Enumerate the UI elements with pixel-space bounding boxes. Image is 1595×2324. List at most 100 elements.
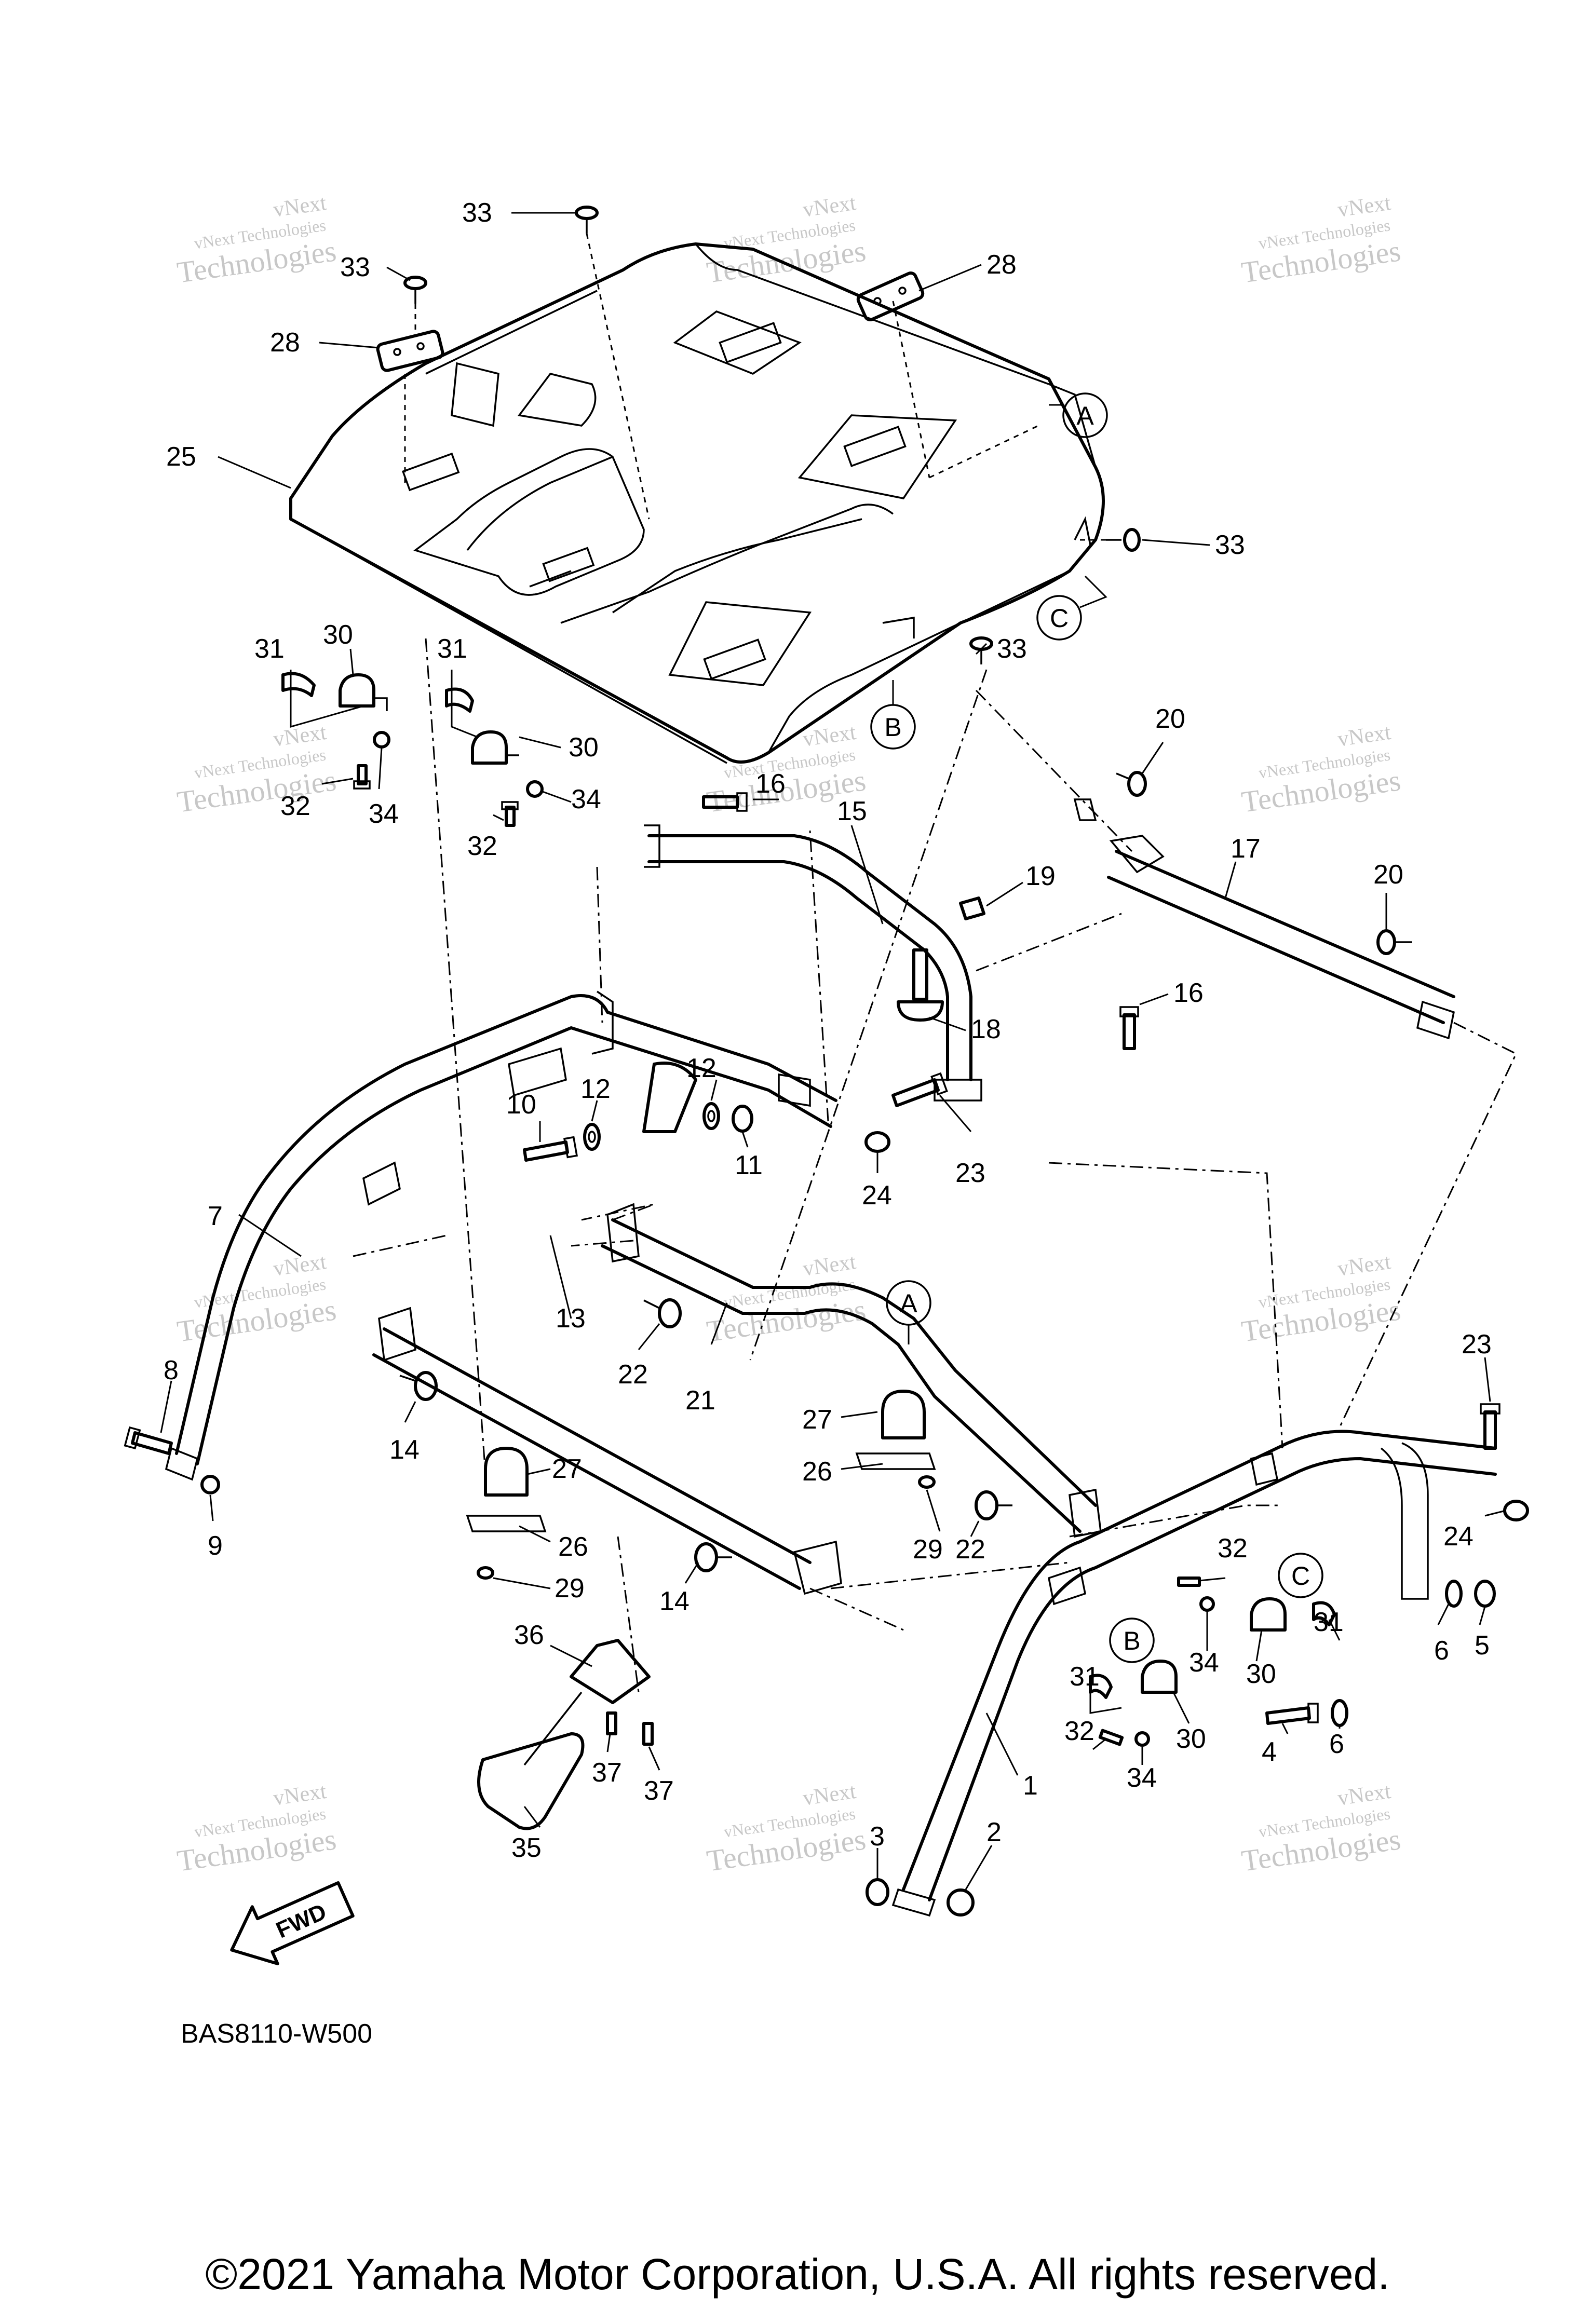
nut <box>200 1475 220 1494</box>
washer <box>1331 1699 1348 1727</box>
callout-35: 35 <box>511 1833 542 1863</box>
nut <box>1134 1731 1150 1747</box>
callout-15: 15 <box>837 796 867 826</box>
bolt <box>1480 1403 1501 1450</box>
callout-37: 37 <box>644 1776 674 1806</box>
callout-25: 25 <box>166 442 196 472</box>
watermark: vNext vNext Technologies Technologies <box>175 721 338 819</box>
callout-30: 30 <box>323 620 353 650</box>
mount-clamp <box>471 730 519 765</box>
callout-31: 31 <box>254 634 285 664</box>
ref-marker-c: C <box>1278 1553 1323 1598</box>
callout-33: 33 <box>462 198 492 228</box>
clamp-bracket <box>466 1447 547 1532</box>
callout-30: 30 <box>1176 1724 1206 1754</box>
svg-text:C: C <box>1291 1561 1310 1591</box>
nut <box>373 731 390 749</box>
diagram-code: BAS8110-W500 <box>181 2019 372 2049</box>
bolt <box>124 1426 173 1455</box>
watermark: vNext vNext Technologies Technologies <box>175 191 338 290</box>
svg-text:B: B <box>1123 1626 1140 1655</box>
callout-10: 10 <box>506 1090 536 1120</box>
washer <box>866 1878 889 1906</box>
callout-33: 33 <box>997 634 1027 664</box>
callout-33: 33 <box>340 252 370 282</box>
callout-37: 37 <box>592 1758 622 1788</box>
copyright-notice: ©2021 Yamaha Motor Corporation, U.S.A. A… <box>205 2250 1389 2299</box>
callout-30: 30 <box>569 732 599 763</box>
front-hoop <box>165 990 837 1481</box>
mount-clamp <box>339 673 388 711</box>
bolt <box>643 1298 682 1328</box>
bolt <box>891 1072 948 1107</box>
callout-21: 21 <box>685 1385 715 1416</box>
callout-32: 32 <box>1218 1533 1248 1564</box>
bolt <box>1376 929 1412 955</box>
callout-22: 22 <box>618 1360 648 1390</box>
side-upper-bar <box>1073 798 1455 1040</box>
bolt <box>1119 1006 1139 1050</box>
pin <box>897 948 944 1022</box>
ref-marker-a: A <box>1062 392 1108 438</box>
bolt <box>702 792 748 812</box>
nut <box>526 780 544 798</box>
clamp-insert <box>1312 1601 1336 1626</box>
callout-29: 29 <box>913 1534 943 1565</box>
callout-3: 3 <box>870 1822 885 1852</box>
washer <box>1445 1580 1463 1608</box>
screw <box>642 1722 654 1746</box>
callout-28: 28 <box>270 328 300 358</box>
callout-26: 26 <box>802 1457 832 1487</box>
bolt <box>1177 1576 1201 1587</box>
lower-cross-bar <box>372 1307 842 1595</box>
callout-1: 1 <box>1023 1771 1038 1801</box>
roof-plate <box>376 330 444 372</box>
callout-19: 19 <box>1025 861 1056 891</box>
callout-14: 14 <box>389 1435 420 1465</box>
watermark: vNext vNext Technologies Technologies <box>1239 1779 1402 1878</box>
callout-32: 32 <box>467 831 497 861</box>
ref-marker-c: C <box>1036 595 1082 641</box>
ref-marker-a: A <box>886 1280 931 1326</box>
svg-text:B: B <box>884 713 901 742</box>
screw <box>477 1566 494 1580</box>
watermark: vNext vNext Technologies Technologies <box>175 1250 338 1349</box>
watermark: vNext vNext Technologies Technologies <box>705 1779 868 1878</box>
callout-29: 29 <box>555 1573 585 1603</box>
leader-lines <box>160 212 1506 1890</box>
clamp-insert <box>281 672 316 697</box>
washer <box>864 1131 890 1153</box>
watermark: vNext vNext Technologies Technologies <box>175 1779 338 1878</box>
screw <box>918 1475 936 1489</box>
washer <box>1503 1500 1529 1521</box>
callout-28: 28 <box>986 250 1017 280</box>
mirror-bracket <box>570 1639 651 1704</box>
screw <box>606 1711 617 1735</box>
mirror <box>477 1691 585 1830</box>
bolt <box>975 1490 1012 1520</box>
callout-33: 33 <box>1215 530 1245 560</box>
svg-text:A: A <box>1076 401 1094 430</box>
callout-27: 27 <box>552 1454 582 1484</box>
callout-16: 16 <box>1173 978 1204 1008</box>
callout-14: 14 <box>659 1586 690 1616</box>
callout-13: 13 <box>556 1303 586 1334</box>
callout-17: 17 <box>1231 834 1261 864</box>
callout-12: 12 <box>686 1053 717 1083</box>
clamp-insert <box>1089 1674 1113 1699</box>
mount-clamp <box>1141 1660 1178 1694</box>
spacer <box>1474 1580 1496 1608</box>
callout-9: 9 <box>208 1531 223 1561</box>
bolt <box>1098 1729 1124 1746</box>
callout-34: 34 <box>571 784 601 814</box>
watermark: vNext vNext Technologies Technologies <box>1239 191 1402 290</box>
roof-panel <box>289 242 1105 764</box>
callout-22: 22 <box>955 1534 985 1565</box>
rear-upper-bar <box>644 824 982 1102</box>
callout-31: 31 <box>437 634 467 664</box>
callout-18: 18 <box>971 1014 1001 1044</box>
bolt <box>947 1888 975 1917</box>
callout-16: 16 <box>755 769 786 799</box>
watermark: vNext vNext Technologies Technologies <box>1239 1250 1402 1349</box>
